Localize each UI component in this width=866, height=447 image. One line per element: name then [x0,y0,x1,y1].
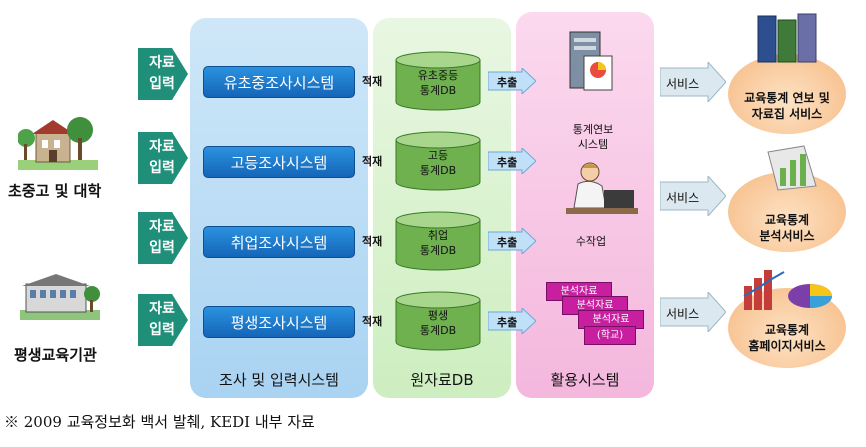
load-label: 적재 [362,315,383,328]
input-label-line1: 자료 [149,219,175,235]
lifelong-illustration [20,272,100,320]
load-label: 적재 [362,75,383,88]
db-line2: 통계DB [419,164,457,177]
db-line1: 유초중등 [417,69,459,82]
server-computer-icon [566,30,616,94]
load-label: 적재 [362,235,383,248]
use-panel-label: 활용시스템 [550,371,620,389]
db-line1: 고등 [427,149,449,162]
db-line2: 통계DB [419,244,457,257]
survey-panel-label: 조사 및 입력시스템 [219,371,339,389]
extract-label: 추출 [497,76,518,89]
school-label: 초중고 및 대학 [8,182,102,200]
system-box-elementary: 유초중조사시스템 [203,66,355,98]
output-line1: 교육통계 [764,323,810,337]
lifelong-label: 평생교육기관 [14,346,97,364]
service-arrow [659,290,727,336]
db-panel-label: 원자료DB [410,371,474,389]
input-label-line2: 입력 [149,322,175,338]
manual-work-person-icon [560,160,642,226]
load-label: 적재 [362,155,383,168]
extract-label: 추출 [497,236,518,249]
books-icon [754,12,824,64]
bar-chart-icon [764,142,820,192]
db-line1: 취업 [427,229,449,242]
report-card: (학교) [584,326,636,345]
input-label-line1: 자료 [149,139,175,155]
extract-label: 추출 [497,156,518,169]
system-box-higher: 고등조사시스템 [203,146,355,178]
pie-chart-icon [740,266,840,316]
db-line1: 평생 [427,309,449,322]
service-label: 서비스 [666,191,700,205]
extract-arrow [487,146,537,178]
output-line1: 교육통계 연보 및 [744,91,830,105]
input-label-line1: 자료 [149,55,175,71]
input-label-line2: 입력 [149,160,175,176]
use-label-manual: 수작업 [575,235,607,248]
db-line2: 통계DB [419,324,457,337]
db-line2: 통계DB [419,84,457,97]
extract-arrow [487,66,537,98]
input-label-line1: 자료 [149,301,175,317]
input-label-line2: 입력 [149,76,175,92]
service-arrow [659,60,727,106]
input-label-line2: 입력 [149,240,175,256]
extract-arrow [487,226,537,258]
system-box-lifelong: 평생조사시스템 [203,306,355,338]
source-footnote: ※ 2009 교육정보화 백서 발췌, KEDI 내부 자료 [4,413,315,431]
output-line2: 분석서비스 [759,229,815,243]
service-label: 서비스 [666,307,700,321]
school-illustration [17,108,98,170]
service-arrow [659,174,727,220]
system-box-employment: 취업조사시스템 [203,226,355,258]
output-line2: 홈페이지서비스 [748,339,826,353]
extract-arrow [487,306,537,338]
service-label: 서비스 [666,77,700,91]
output-line1: 교육통계 [764,213,810,227]
output-line2: 자료집 서비스 [751,107,823,121]
extract-label: 추출 [497,316,518,329]
